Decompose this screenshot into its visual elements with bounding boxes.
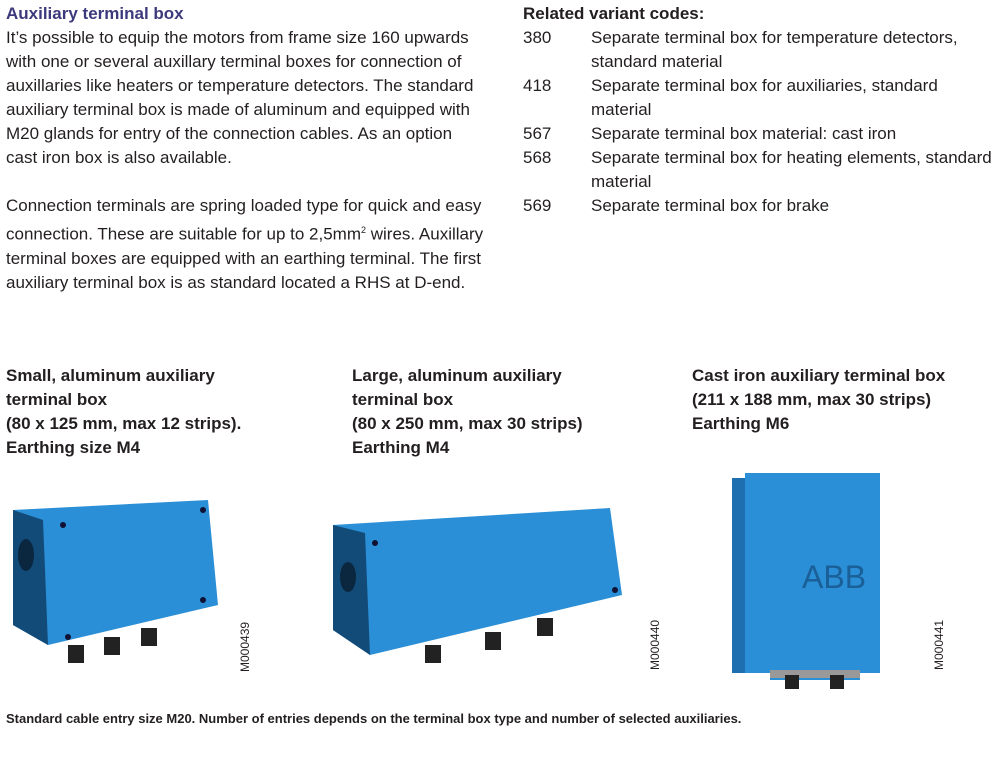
paragraph-1: It’s possible to equip the motors from f… bbox=[6, 28, 474, 167]
figure-id: M000440 bbox=[648, 619, 662, 670]
variant-code: 567 bbox=[523, 124, 552, 143]
footer-note: Standard cable entry size M20. Number of… bbox=[6, 711, 742, 726]
paragraph-2: Connection terminals are spring loaded t… bbox=[6, 194, 501, 295]
variant-row: 569 Separate terminal box for brake bbox=[523, 194, 993, 218]
superscript: 2 bbox=[361, 225, 367, 235]
variant-text: Separate terminal box material: cast iro… bbox=[591, 124, 897, 143]
paragraph-2-text: Connection terminals are spring loaded t… bbox=[6, 196, 482, 244]
variant-text: Separate terminal box for auxiliaries, s… bbox=[591, 76, 938, 119]
figure-caption-large: Large, aluminum auxiliary terminal box (… bbox=[352, 366, 583, 457]
large-terminal-box-image bbox=[333, 508, 622, 663]
variant-row: 567 Separate terminal box material: cast … bbox=[523, 122, 993, 146]
variant-row: 380 Separate terminal box for temperature… bbox=[523, 26, 993, 74]
cast-iron-terminal-box-image: ABB bbox=[732, 473, 880, 689]
variant-row: 418 Separate terminal box for auxiliaries… bbox=[523, 74, 993, 122]
variant-text: Separate terminal box for heating elemen… bbox=[591, 148, 992, 191]
intro-section: Auxiliary terminal box It’s possible to … bbox=[6, 2, 501, 295]
variant-text: Separate terminal box for brake bbox=[591, 196, 830, 215]
figure-caption-small: Small, aluminum auxiliary terminal box (… bbox=[6, 366, 242, 457]
variant-code: 569 bbox=[523, 196, 552, 215]
variant-row: 568 Separate terminal box for heating ele… bbox=[523, 146, 993, 194]
section-title: Auxiliary terminal box bbox=[6, 4, 184, 23]
variant-codes-title: Related variant codes: bbox=[523, 4, 705, 23]
variant-code: 418 bbox=[523, 76, 552, 95]
abb-logo: ABB bbox=[802, 559, 866, 595]
paragraph-2-text-end: wires. Auxillary terminal boxes are equi… bbox=[6, 224, 484, 292]
variant-code: 568 bbox=[523, 148, 552, 167]
figure-caption-cast-iron: Cast iron auxiliary terminal box (211 x … bbox=[692, 366, 946, 433]
variant-text: Separate terminal box for temperature de… bbox=[591, 28, 958, 71]
variant-code: 380 bbox=[523, 28, 552, 47]
figure-id: M000441 bbox=[932, 619, 946, 670]
figure-id: M000439 bbox=[238, 621, 252, 672]
small-terminal-box-image bbox=[13, 500, 218, 663]
